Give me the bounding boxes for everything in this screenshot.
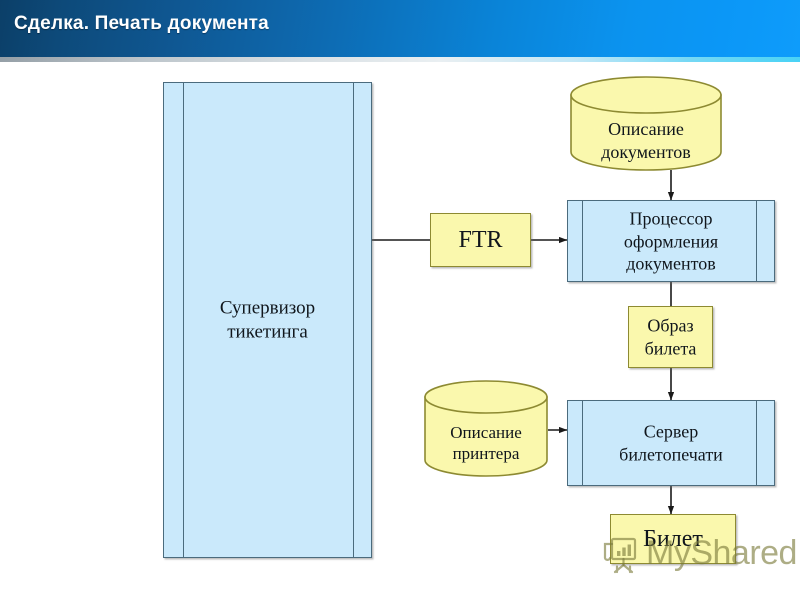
node-doc-description-label: Описание документов — [570, 118, 722, 163]
page-title: Сделка. Печать документа — [14, 13, 269, 34]
node-printer-description-label: Описание принтера — [424, 422, 548, 465]
node-print-server[interactable]: Сервер билетопечати — [567, 400, 775, 486]
node-doc-processor-label-line1: Процессор — [629, 208, 713, 229]
node-doc-processor-label-line2: оформления — [623, 230, 719, 251]
component-rule-left — [582, 201, 583, 281]
node-ftr-label: FTR — [458, 227, 503, 253]
component-rule-left — [582, 401, 583, 485]
node-doc-processor-label: Процессор оформления документов — [568, 207, 774, 275]
node-printer-description-label-line2: принтера — [452, 444, 520, 464]
component-rule-left — [183, 83, 184, 557]
node-printer-description-label-line1: Описание — [450, 423, 522, 442]
node-print-server-label-line1: Сервер — [643, 421, 699, 442]
node-printer-description[interactable]: Описание принтера — [424, 380, 548, 478]
node-doc-processor[interactable]: Процессор оформления документов — [567, 200, 775, 282]
node-doc-processor-label-line3: документов — [626, 253, 716, 274]
node-ticket-image-label-line2: билета — [644, 338, 697, 358]
node-ticket[interactable]: Билет — [610, 514, 736, 564]
node-ftr[interactable]: FTR — [430, 213, 531, 267]
node-ticket-label: Билет — [643, 526, 703, 552]
node-doc-description[interactable]: Описание документов — [570, 76, 722, 171]
node-supervisor[interactable]: Супервизор тикетинга — [163, 82, 372, 558]
node-supervisor-label-line2: тикетинга — [227, 321, 308, 342]
diagram-canvas: Супервизор тикетинга FTR Описание докуме… — [0, 62, 800, 600]
node-print-server-label: Сервер билетопечати — [568, 421, 774, 466]
component-rule-right — [353, 83, 354, 557]
cylinder-shape-doc-description — [570, 76, 722, 171]
node-ticket-image-label: Образ билета — [629, 315, 712, 360]
cylinder-shape-printer-description — [424, 380, 548, 477]
node-doc-description-label-line1: Описание — [608, 119, 684, 139]
node-ticket-image-label-line1: Образ — [647, 315, 694, 336]
node-ticket-image[interactable]: Образ билета — [628, 306, 713, 368]
node-supervisor-label: Супервизор тикетинга — [164, 296, 371, 344]
header-underline — [0, 57, 800, 62]
node-doc-description-label-line2: документов — [601, 141, 691, 162]
node-supervisor-label-line1: Супервизор — [219, 297, 316, 319]
component-rule-right — [756, 401, 757, 485]
node-print-server-label-line2: билетопечати — [619, 444, 723, 464]
slide-header-bar — [0, 0, 800, 57]
component-rule-right — [756, 201, 757, 281]
